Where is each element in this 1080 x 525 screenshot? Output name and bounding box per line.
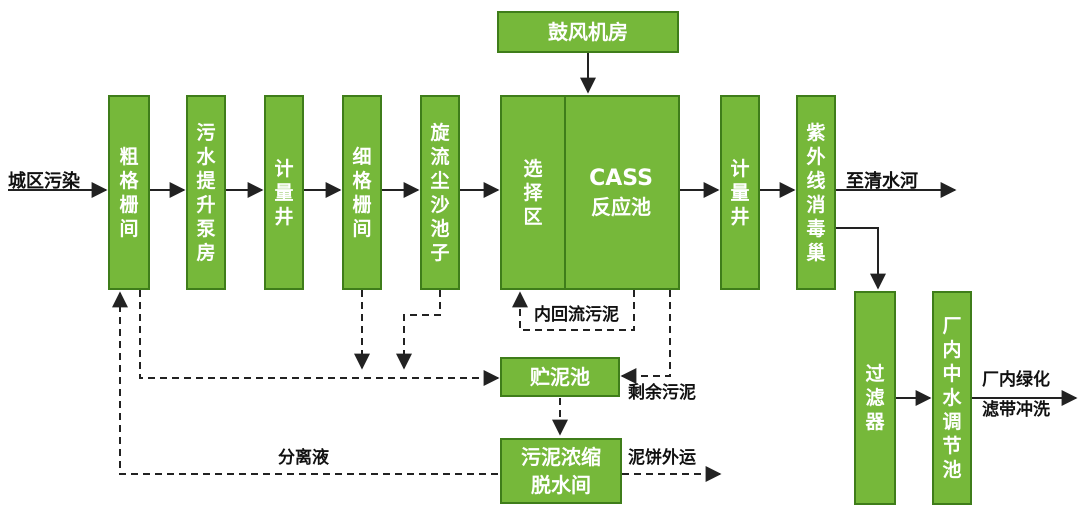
meter-well-1-label: 计量井 bbox=[274, 157, 294, 228]
green-use-line1: 厂内绿化 bbox=[982, 370, 1050, 390]
blower-room-box: 鼓风机房 bbox=[497, 11, 679, 53]
meter-well-2-box: 计量井 bbox=[720, 95, 760, 290]
fine-screen-label: 细格栅间 bbox=[352, 145, 372, 240]
cass-reactor-box: 选择区 CASS 反应池 bbox=[500, 95, 680, 290]
coarse-screen-box: 粗格栅间 bbox=[108, 95, 150, 290]
sludge-tank-box: 贮泥池 bbox=[500, 357, 620, 397]
to-river-label: 至清水河 bbox=[846, 171, 918, 192]
arrow-excess-sludge bbox=[620, 290, 671, 384]
cass-zone: CASS 反应池 bbox=[564, 97, 678, 288]
inflow-label: 城区污染 bbox=[8, 171, 80, 192]
arrow-grit-down bbox=[396, 290, 441, 370]
cake-out-label: 泥饼外运 bbox=[628, 448, 696, 468]
filter-box: 过滤器 bbox=[854, 291, 896, 505]
fine-screen-box: 细格栅间 bbox=[342, 95, 382, 290]
arrow-uv-to-filter bbox=[836, 227, 886, 290]
arrow-internal-return bbox=[512, 290, 635, 331]
uv-disinfection-label: 紫外线消毒巢 bbox=[806, 121, 826, 264]
reuse-water-tank-label: 厂内中水调节池 bbox=[942, 315, 962, 481]
uv-disinfection-box: 紫外线消毒巢 bbox=[796, 95, 836, 290]
lift-pump-box: 污水提升泵房 bbox=[186, 95, 226, 290]
grit-chamber-box: 旋流尘沙池子 bbox=[420, 95, 460, 290]
internal-return-label: 内回流污泥 bbox=[534, 305, 619, 325]
selector-zone: 选择区 bbox=[502, 97, 566, 288]
reuse-water-tank-box: 厂内中水调节池 bbox=[932, 291, 972, 505]
cass-subtitle: 反应池 bbox=[591, 194, 651, 219]
meter-well-1-box: 计量井 bbox=[264, 95, 304, 290]
excess-sludge-label: 剩余污泥 bbox=[628, 383, 696, 403]
sludge-dewatering-box: 污泥浓缩 脱水间 bbox=[500, 438, 622, 504]
meter-well-2-label: 计量井 bbox=[730, 157, 750, 228]
arrow-supernatant-return bbox=[112, 291, 498, 475]
supernatant-label: 分离液 bbox=[278, 448, 329, 468]
filter-label: 过滤器 bbox=[865, 363, 885, 433]
green-use-label: 厂内绿化 滤带冲洗 bbox=[982, 365, 1080, 425]
dewatering-line1: 污泥浓缩 bbox=[521, 445, 601, 469]
dewatering-line2: 脱水间 bbox=[531, 473, 591, 497]
coarse-screen-label: 粗格栅间 bbox=[119, 145, 139, 240]
lift-pump-label: 污水提升泵房 bbox=[196, 121, 216, 264]
cass-title: CASS bbox=[589, 165, 653, 191]
blower-room-label: 鼓风机房 bbox=[548, 20, 628, 44]
arrow-coarse-to-sludge bbox=[139, 290, 500, 386]
grit-chamber-label: 旋流尘沙池子 bbox=[430, 121, 450, 264]
green-use-line2: 滤带冲洗 bbox=[982, 400, 1050, 420]
selector-zone-label: 选择区 bbox=[523, 157, 543, 228]
sludge-tank-label: 贮泥池 bbox=[530, 365, 590, 389]
